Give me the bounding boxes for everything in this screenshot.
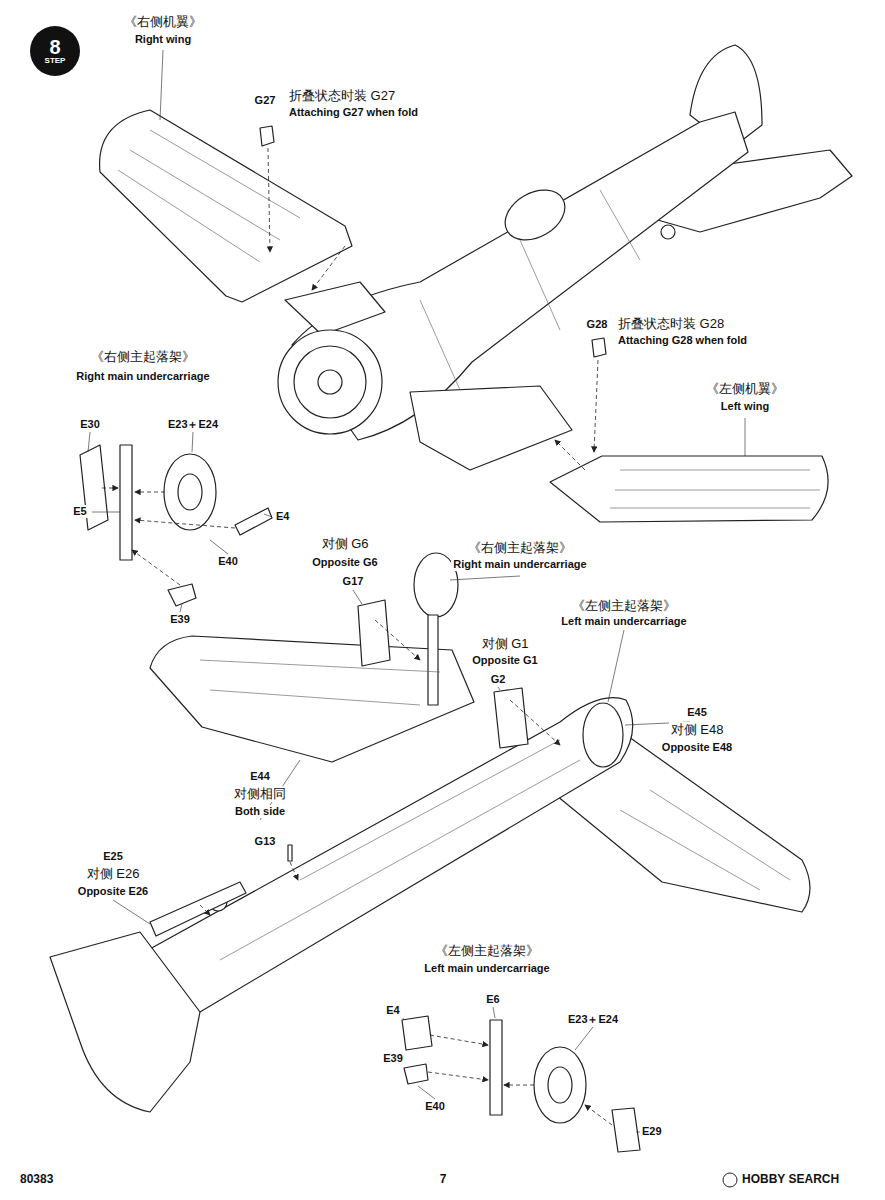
step-number: 8 bbox=[49, 37, 60, 57]
callout-label: E5 bbox=[71, 505, 88, 518]
callout-label: 《左侧主起落架》 bbox=[433, 943, 541, 959]
callout-label: 《左侧主起落架》 bbox=[570, 598, 678, 614]
callout-label: E39 bbox=[168, 613, 192, 626]
callout-label: E40 bbox=[216, 555, 240, 568]
callout-label: E30 bbox=[78, 418, 102, 431]
callout-label: 《左侧机翼》 bbox=[704, 381, 786, 397]
callout-label: Left main undercarriage bbox=[559, 615, 688, 628]
callout-label: Opposite E48 bbox=[660, 741, 734, 754]
callout-label: E23＋E24 bbox=[566, 1013, 620, 1026]
callout-label: 《右侧主起落架》 bbox=[466, 540, 574, 556]
page-footer: HOBBY SEARCH bbox=[740, 1172, 841, 1186]
callout-label: Right wing bbox=[133, 33, 193, 46]
callout-label: E45 bbox=[685, 706, 709, 719]
callout-label: Right main undercarriage bbox=[451, 558, 588, 571]
callout-label: Right main undercarriage bbox=[74, 370, 211, 383]
callout-label: E29 bbox=[640, 1125, 664, 1138]
watermark-icon bbox=[723, 1173, 737, 1187]
step-badge: 8STEP bbox=[30, 26, 80, 76]
callout-label: G2 bbox=[489, 673, 508, 686]
callout-label: Left wing bbox=[719, 400, 771, 413]
callout-label: E44 bbox=[248, 770, 272, 783]
callout-label: G28 bbox=[585, 318, 610, 331]
callout-label: E4 bbox=[274, 510, 291, 523]
callout-label: Opposite G6 bbox=[310, 556, 379, 569]
callout-label: E23＋E24 bbox=[166, 418, 220, 431]
callout-label: 对侧 E48 bbox=[669, 722, 726, 738]
step-word: STEP bbox=[45, 57, 66, 65]
callout-label: 《右侧主起落架》 bbox=[89, 349, 197, 365]
callout-label: E6 bbox=[484, 993, 501, 1006]
callout-label: Opposite E26 bbox=[76, 885, 150, 898]
callout-label: Attaching G28 when fold bbox=[616, 334, 749, 347]
callout-label: E25 bbox=[101, 850, 125, 863]
callout-label: G17 bbox=[341, 575, 366, 588]
callout-label: E39 bbox=[381, 1052, 405, 1065]
callout-label: Attaching G27 when fold bbox=[287, 106, 420, 119]
callout-label: G13 bbox=[253, 835, 278, 848]
callout-label: E4 bbox=[384, 1004, 401, 1017]
callout-label: Opposite G1 bbox=[470, 654, 539, 667]
callout-label: G27 bbox=[253, 94, 278, 107]
callout-label: 对侧相同 bbox=[232, 786, 288, 802]
callout-label: Left main undercarriage bbox=[422, 962, 551, 975]
page-footer: 7 bbox=[438, 1172, 449, 1186]
callout-label: 对侧 E26 bbox=[85, 866, 142, 882]
page-footer: 80383 bbox=[18, 1172, 55, 1186]
callout-label: 折叠状态时装 G28 bbox=[616, 316, 726, 332]
callout-label: 对侧 G6 bbox=[320, 536, 371, 552]
callout-label: Both side bbox=[233, 805, 287, 818]
callout-label: E40 bbox=[423, 1100, 447, 1113]
callout-label: 对侧 G1 bbox=[480, 636, 531, 652]
callout-label: 折叠状态时装 G27 bbox=[287, 88, 397, 104]
callout-label: 《右侧机翼》 bbox=[122, 14, 204, 30]
